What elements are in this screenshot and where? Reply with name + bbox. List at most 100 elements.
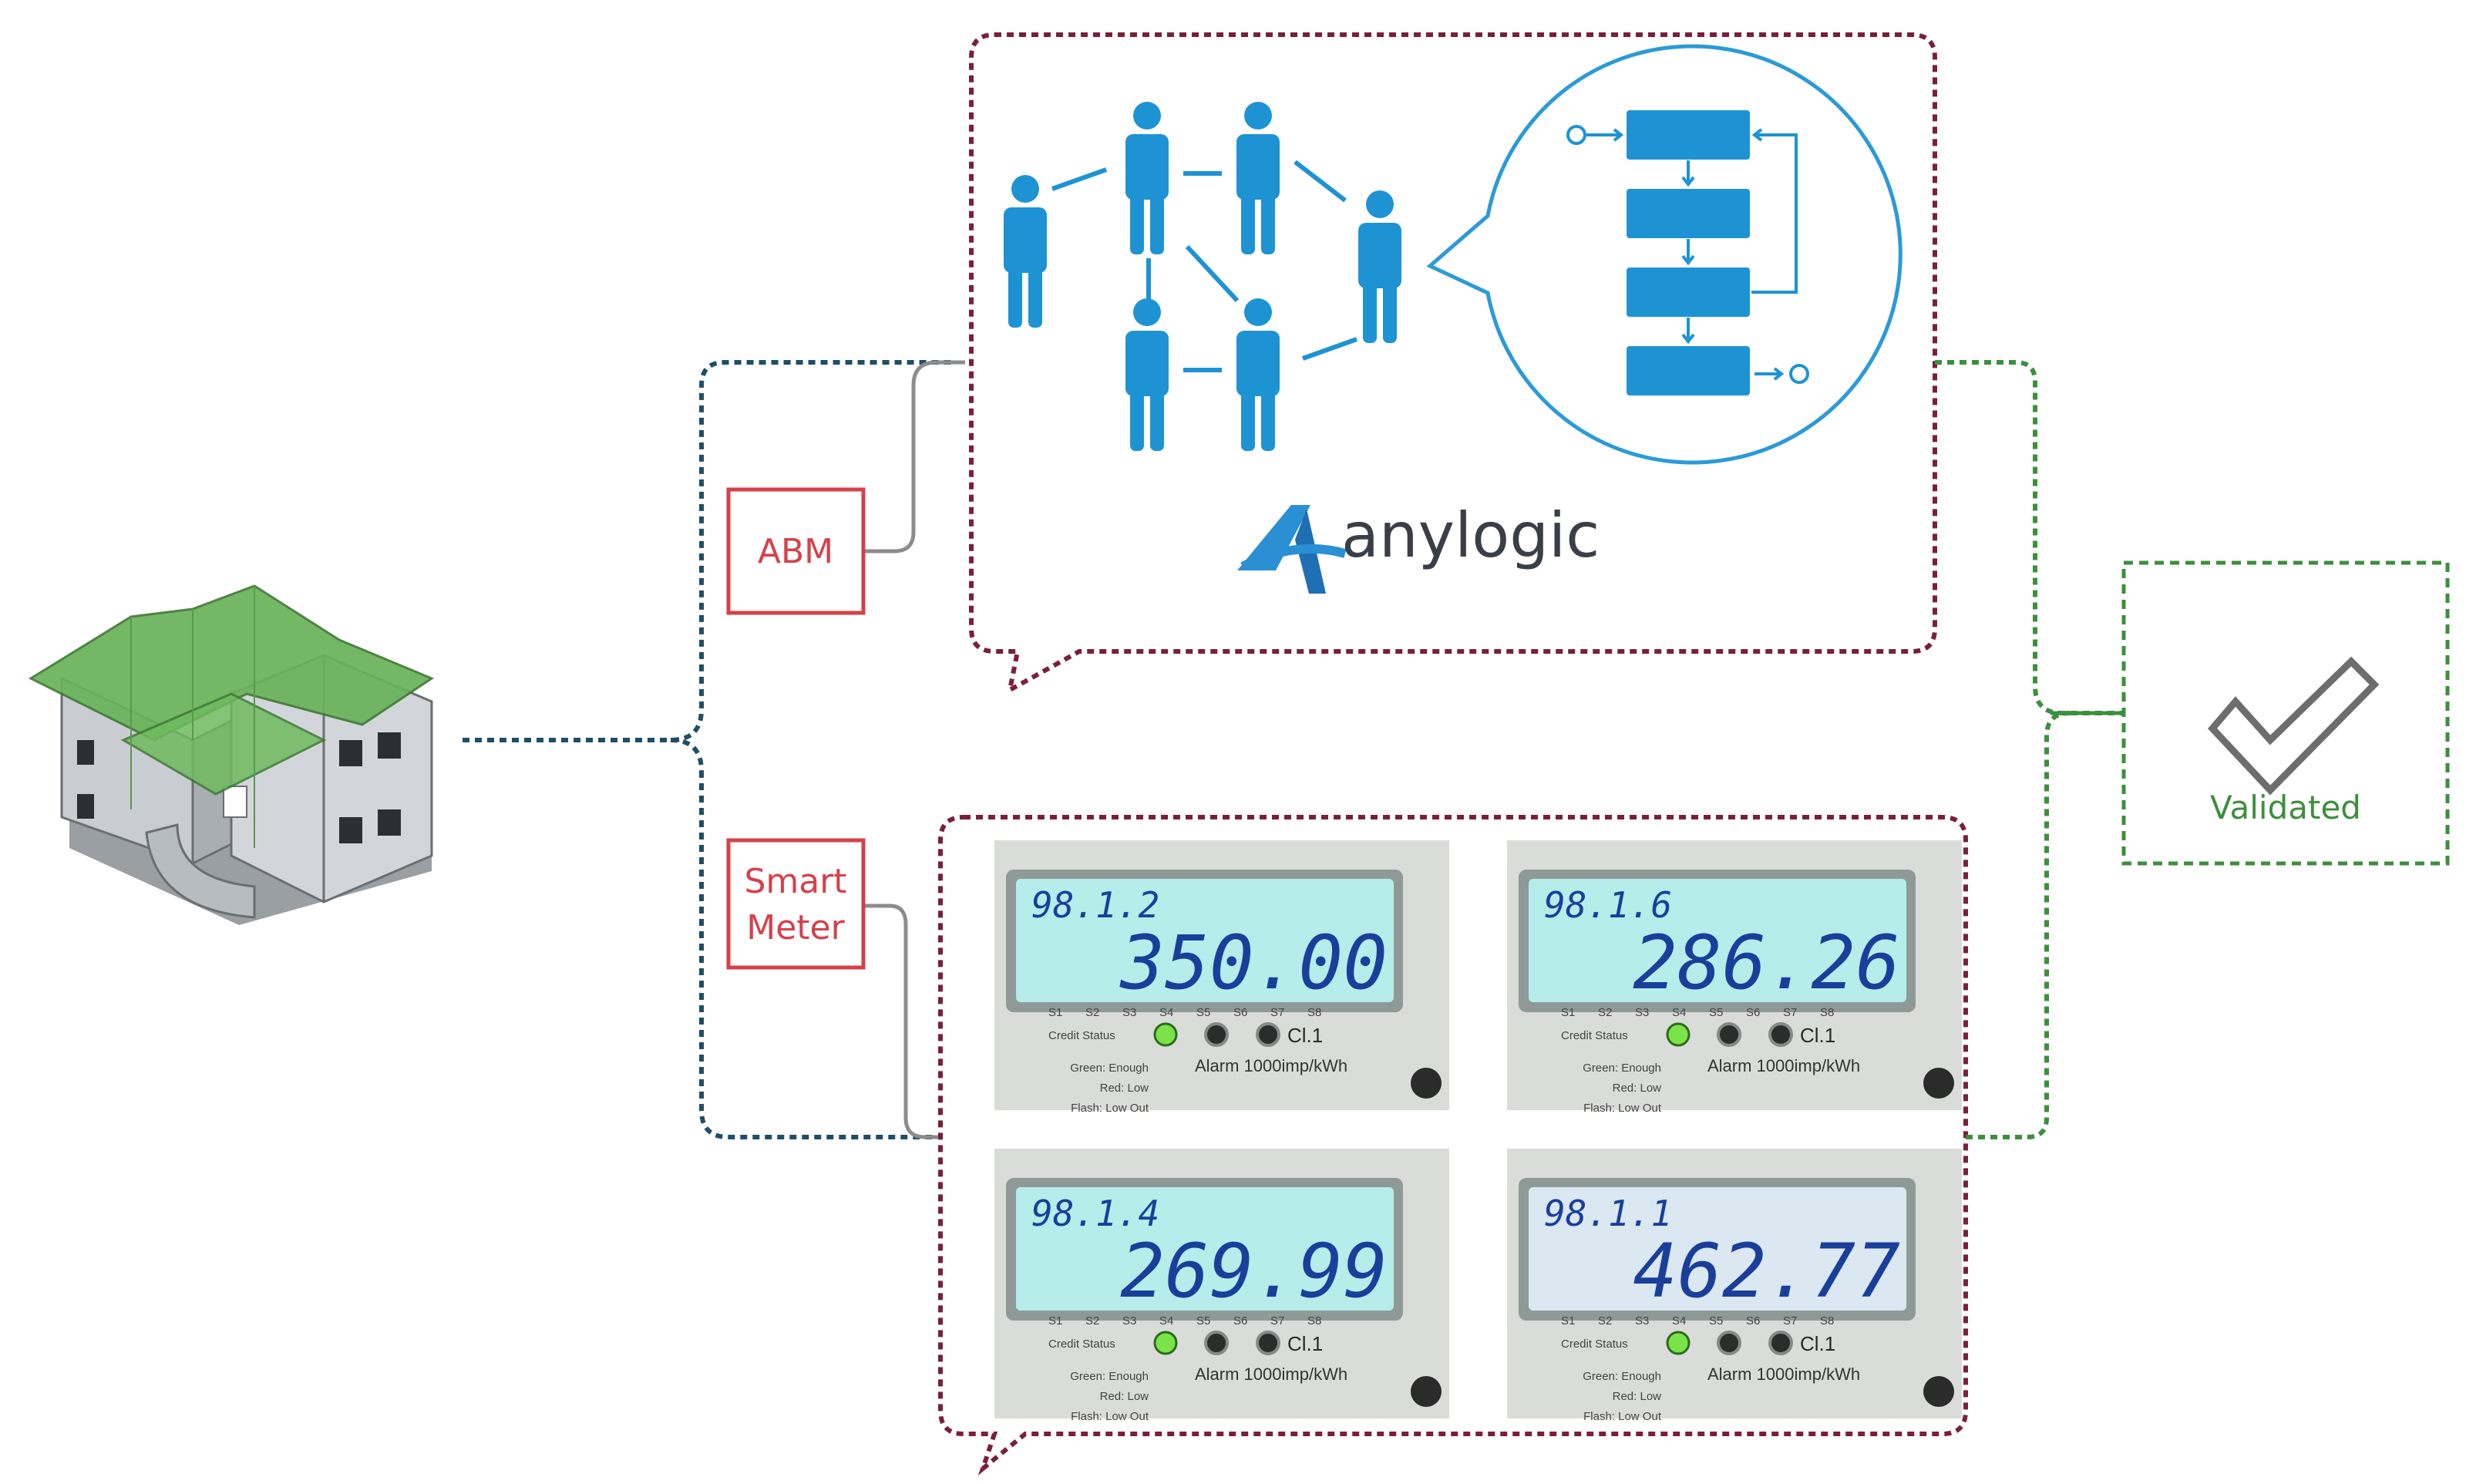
slot-label: S2 — [1085, 1314, 1099, 1328]
meter-code: 98.1.4 — [1031, 1193, 1159, 1234]
status-legend-item: Flash: Low Out — [1071, 1102, 1149, 1115]
slot-label: S2 — [1598, 1314, 1612, 1328]
person-icon — [1358, 190, 1401, 343]
lcd-screen — [1016, 1187, 1394, 1311]
led-icon — [1204, 1022, 1229, 1047]
led-icon — [1256, 1331, 1280, 1355]
credit-status-label: Credit Status — [1048, 1029, 1115, 1042]
abm-label-box: ABM — [726, 487, 866, 615]
status-legend-item: Green: Enough — [1070, 1062, 1149, 1075]
slot-label: S6 — [1233, 1006, 1247, 1019]
grey-connector — [863, 360, 965, 1139]
slot-label: S7 — [1270, 1314, 1284, 1328]
slot-label: S7 — [1270, 1006, 1284, 1019]
person-icon — [1125, 298, 1169, 451]
led-icon — [1204, 1331, 1229, 1355]
slot-label: S4 — [1159, 1314, 1173, 1328]
slot-label: S6 — [1746, 1006, 1760, 1019]
slot-label: S1 — [1561, 1006, 1575, 1019]
alarm-label: Alarm 1000imp/kWh — [1195, 1365, 1347, 1384]
agent-icons — [1004, 102, 1401, 451]
slot-label: S8 — [1820, 1314, 1834, 1328]
meter-code: 98.1.6 — [1544, 884, 1672, 926]
person-icon — [1004, 175, 1047, 328]
slot-label: S7 — [1783, 1314, 1797, 1328]
slot-label: S4 — [1672, 1314, 1686, 1328]
led-icon — [1256, 1022, 1280, 1047]
slot-label: S6 — [1746, 1314, 1760, 1328]
slot-label: S3 — [1635, 1314, 1649, 1328]
slot-label: S4 — [1159, 1006, 1173, 1019]
slot-label: S3 — [1122, 1314, 1136, 1328]
lcd-screen — [1016, 879, 1394, 1002]
meter-class-label: Cl.1 — [1287, 1332, 1323, 1355]
green-led-icon — [1153, 1022, 1178, 1047]
navy-connector — [463, 360, 956, 1139]
slot-label: S1 — [1048, 1006, 1062, 1019]
building-model-image — [28, 584, 435, 925]
slot-label: S8 — [1307, 1314, 1321, 1328]
led-icon — [1768, 1331, 1793, 1355]
slot-label: S5 — [1709, 1006, 1723, 1019]
smart-meter-bubble — [938, 815, 1968, 1476]
alarm-label: Alarm 1000imp/kWh — [1195, 1056, 1347, 1075]
mounting-screw-icon — [1411, 1376, 1442, 1407]
validated-box: Validated — [2121, 560, 2450, 866]
anylogic-logo: anylogic — [1237, 500, 1600, 594]
slot-label: S4 — [1672, 1006, 1686, 1019]
slot-label: S5 — [1709, 1314, 1723, 1328]
led-icon — [1717, 1331, 1741, 1355]
lcd-screen — [1529, 1187, 1906, 1311]
slot-label: S6 — [1233, 1314, 1247, 1328]
status-legend-item: Green: Enough — [1070, 1370, 1149, 1383]
slot-label: S3 — [1122, 1006, 1136, 1019]
status-legend-item: Green: Enough — [1583, 1062, 1661, 1075]
green-connector — [1935, 360, 2124, 1139]
agent-network-links — [1051, 160, 1358, 372]
smart-meter-label-line2: Meter — [746, 908, 845, 947]
slot-label: S8 — [1307, 1006, 1321, 1019]
green-led-icon — [1153, 1331, 1178, 1355]
person-icon — [1236, 102, 1280, 254]
slot-label: S7 — [1783, 1006, 1797, 1019]
credit-status-label: Credit Status — [1561, 1338, 1628, 1351]
meter-class-label: Cl.1 — [1800, 1332, 1835, 1355]
credit-status-label: Credit Status — [1048, 1338, 1115, 1351]
anylogic-wordmark: anylogic — [1341, 500, 1600, 571]
credit-status-label: Credit Status — [1561, 1029, 1628, 1042]
smart-meter-label-box: Smart Meter — [726, 838, 866, 970]
slot-label: S5 — [1196, 1314, 1210, 1328]
led-icon — [1717, 1022, 1741, 1047]
slot-label: S2 — [1085, 1006, 1099, 1019]
status-legend-item: Flash: Low Out — [1071, 1410, 1149, 1423]
led-icon — [1768, 1022, 1793, 1047]
person-icon — [1236, 298, 1280, 451]
slot-label: S1 — [1048, 1314, 1062, 1328]
green-led-icon — [1666, 1331, 1691, 1355]
status-legend-item: Green: Enough — [1583, 1370, 1661, 1383]
mounting-screw-icon — [1923, 1068, 1954, 1099]
alarm-label: Alarm 1000imp/kWh — [1707, 1056, 1860, 1075]
abm-bubble — [969, 32, 1937, 695]
meter-code: 98.1.1 — [1544, 1193, 1672, 1234]
status-legend-item: Red: Low — [1100, 1082, 1149, 1095]
person-icon — [1125, 102, 1169, 254]
status-legend-item: Red: Low — [1613, 1390, 1662, 1403]
slot-label: S3 — [1635, 1006, 1649, 1019]
meter-code: 98.1.2 — [1031, 884, 1159, 926]
meter-reading: 269.99 — [1120, 1228, 1388, 1314]
meter-class-label: Cl.1 — [1800, 1024, 1835, 1047]
abm-label: ABM — [758, 532, 833, 571]
mounting-screw-icon — [1411, 1068, 1442, 1099]
status-legend-item: Red: Low — [1613, 1082, 1662, 1095]
status-legend-item: Flash: Low Out — [1583, 1102, 1662, 1115]
lcd-screen — [1529, 879, 1906, 1002]
statechart-callout — [1426, 44, 1902, 465]
status-legend-item: Flash: Low Out — [1583, 1410, 1662, 1423]
meter-reading: 462.77 — [1633, 1228, 1900, 1314]
